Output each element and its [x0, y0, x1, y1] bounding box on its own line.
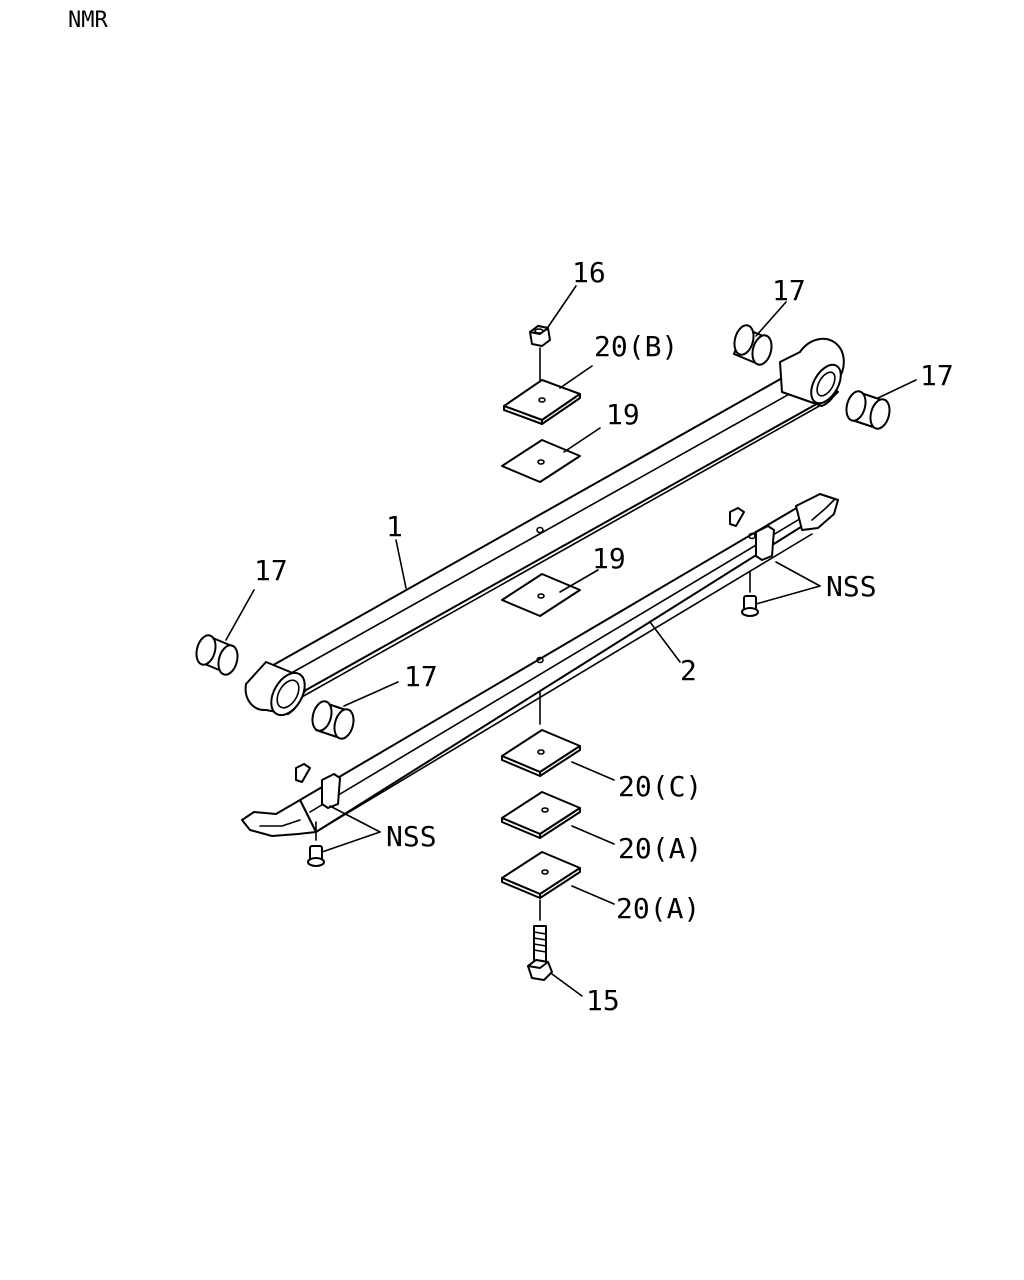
center-bolt-icon	[527, 925, 553, 981]
plate-19-top-icon	[501, 439, 581, 483]
callout-19-mid: 19	[592, 542, 626, 575]
plate-19-mid-icon	[501, 573, 581, 617]
callout-1: 1	[386, 510, 403, 543]
clip-icon	[729, 507, 775, 561]
bushing-icon	[311, 700, 355, 740]
callout-17-left: 17	[254, 554, 288, 587]
nss-pin-right-icon	[741, 571, 759, 617]
model-code: NMR	[68, 8, 108, 33]
leaf-spring-2-icon	[241, 493, 839, 837]
callout-nss-right: NSS	[826, 570, 877, 603]
plate-20c-icon	[501, 729, 581, 777]
leaf-spring-1-icon	[244, 337, 845, 717]
callout-17-top: 17	[772, 274, 806, 307]
callout-19-top: 19	[606, 398, 640, 431]
bushing-icon	[845, 390, 891, 430]
callout-20a-1: 20(A)	[618, 832, 702, 865]
plate-20a-1-icon	[501, 791, 581, 839]
callout-16: 16	[572, 256, 606, 289]
bushing-icon	[733, 324, 773, 366]
callout-20a-2: 20(A)	[616, 892, 700, 925]
callout-15: 15	[586, 984, 620, 1017]
callout-nss-left: NSS	[386, 820, 437, 853]
callout-17-mid: 17	[404, 660, 438, 693]
callout-20b: 20(B)	[594, 330, 678, 363]
plate-20a-2-icon	[501, 851, 581, 899]
callout-17-right: 17	[920, 359, 954, 392]
callout-2: 2	[680, 654, 697, 687]
nss-pin-left-icon	[307, 821, 325, 867]
plate-20b-icon	[503, 379, 581, 425]
callout-20c: 20(C)	[618, 770, 702, 803]
leader-lines	[225, 285, 917, 997]
bushing-icon	[195, 634, 239, 676]
clip-icon	[295, 763, 341, 809]
